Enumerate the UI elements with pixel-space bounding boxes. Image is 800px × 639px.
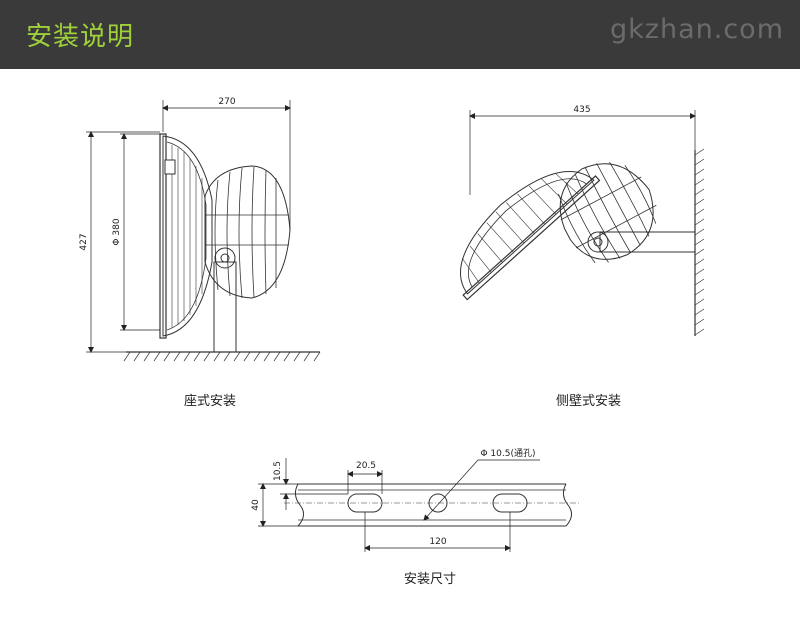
dim-slot-width: 20.5 xyxy=(356,461,376,471)
caption-wall-mount: 侧壁式安装 xyxy=(556,394,622,409)
page-title: 安装说明 xyxy=(26,22,135,52)
mounting-bracket-drawing xyxy=(284,483,580,527)
wall-hatch xyxy=(694,148,705,336)
dim-seat-diameter: Φ 380 xyxy=(112,218,122,245)
dim-slot-height: 10.5 xyxy=(273,461,283,481)
dim-wall-width: 435 xyxy=(573,105,590,115)
wall-mount-drawing xyxy=(460,148,705,336)
dim-hole-diameter: Φ 10.5(通孔) xyxy=(480,448,535,459)
dim-slot-spacing: 120 xyxy=(429,537,446,547)
caption-seat-mount: 座式安装 xyxy=(184,394,237,409)
wall-dimension-lines xyxy=(469,110,696,195)
dim-seat-height: 427 xyxy=(79,233,89,250)
seat-mount-drawing xyxy=(123,133,321,362)
seat-dimension-lines xyxy=(86,100,291,353)
watermark: gkzhan.com xyxy=(610,14,784,45)
installation-drawing: 270 427 Φ 380 xyxy=(79,97,705,552)
ground-hatch xyxy=(123,351,321,362)
caption-mounting-size: 安装尺寸 xyxy=(404,572,457,587)
header-bar: 安装说明 gkzhan.com xyxy=(0,0,800,69)
mounting-dimension-lines xyxy=(258,458,540,552)
dim-bracket-height: 40 xyxy=(251,499,261,511)
dim-seat-width: 270 xyxy=(218,97,235,107)
